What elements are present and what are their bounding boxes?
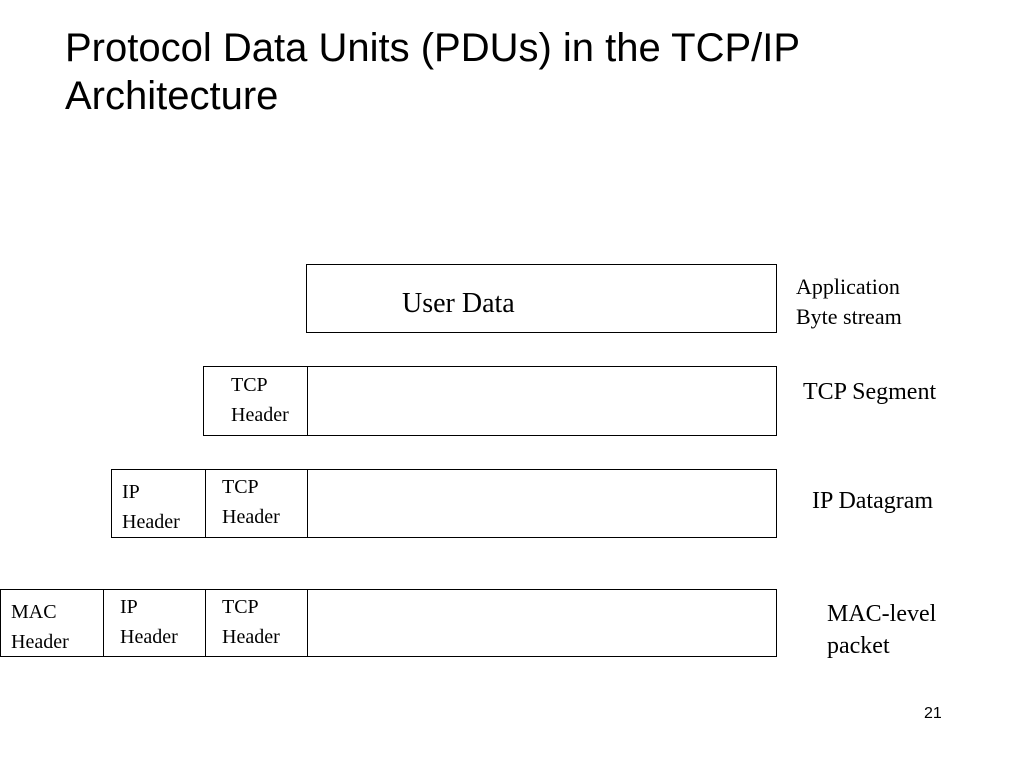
tcp-header-text: TCP Header xyxy=(222,472,280,532)
mac-packet-box: MAC Header IP Header TCP Header xyxy=(0,589,777,657)
ip-datagram-label: IP Datagram xyxy=(812,488,934,514)
tcp-header-cell: TCP Header xyxy=(206,470,308,537)
user-data-box: User Data xyxy=(306,264,777,333)
tcp-header-line-2: Header xyxy=(231,404,289,426)
mac-level-packet-label: MAC-level packet xyxy=(827,598,936,662)
application-byte-stream-label: Application Byte stream xyxy=(796,272,902,332)
ip-header-cell: IP Header xyxy=(104,590,206,656)
tcp-header-text: TCP Header xyxy=(231,370,289,430)
ip-header-cell: IP Header xyxy=(112,470,206,537)
ip-header-text: IP Header xyxy=(122,477,180,537)
tcp-header-line-1: TCP xyxy=(222,476,259,498)
tcp-segment-box: TCP Header xyxy=(203,366,777,436)
ip-header-line-1: IP xyxy=(120,596,138,618)
tcp-header-text: TCP Header xyxy=(222,592,280,652)
mac-label-line-1: MAC-level xyxy=(827,601,937,627)
ip-header-text: IP Header xyxy=(120,592,178,652)
tcp-segment-label: TCP Segment xyxy=(803,379,937,405)
tcp-header-line-2: Header xyxy=(222,506,280,528)
user-data-text: User Data xyxy=(402,288,515,319)
ip-datagram-box: IP Header TCP Header xyxy=(111,469,777,538)
application-label-line-2: Byte stream xyxy=(796,304,902,329)
mac-label-line-2: packet xyxy=(827,633,890,659)
tcp-header-cell: TCP Header xyxy=(206,590,308,656)
tcp-header-cell: TCP Header xyxy=(204,367,308,435)
application-label-line-1: Application xyxy=(796,274,900,299)
ip-header-line-1: IP xyxy=(122,481,140,503)
slide-title-line-2: Architecture xyxy=(65,74,279,118)
mac-header-cell: MAC Header xyxy=(1,590,104,656)
page-number: 21 xyxy=(924,705,942,722)
mac-header-line-1: MAC xyxy=(11,601,57,623)
ip-header-line-2: Header xyxy=(122,511,180,533)
mac-header-line-2: Header xyxy=(11,631,69,653)
tcp-header-line-1: TCP xyxy=(222,596,259,618)
slide-title-line-1: Protocol Data Units (PDUs) in the TCP/IP xyxy=(65,26,801,70)
ip-header-line-2: Header xyxy=(120,626,178,648)
slide-title: Protocol Data Units (PDUs) in the TCP/IP… xyxy=(65,24,965,120)
tcp-header-line-2: Header xyxy=(222,626,280,648)
tcp-header-line-1: TCP xyxy=(231,374,268,396)
mac-header-text: MAC Header xyxy=(11,597,69,657)
